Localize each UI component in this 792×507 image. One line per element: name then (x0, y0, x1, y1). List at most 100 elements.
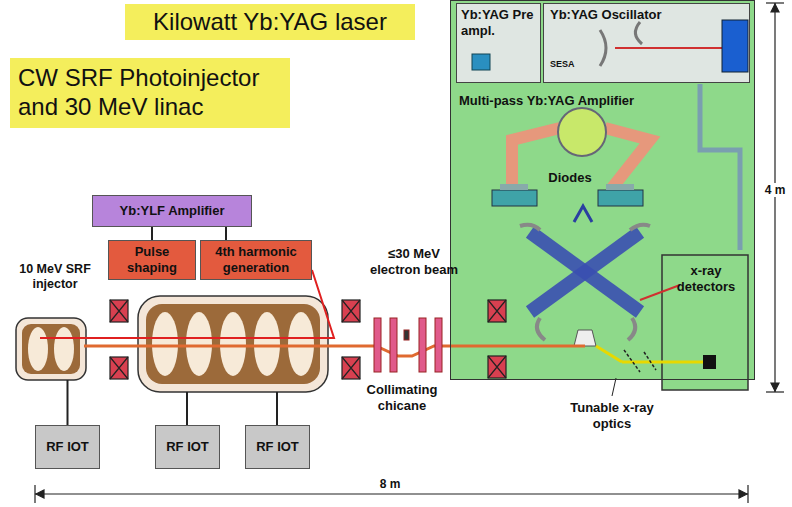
cavity-beams (628, 318, 635, 340)
part-label: Collimating chicane (350, 382, 454, 413)
connector-line (67, 380, 69, 425)
preamp-crystal (472, 54, 490, 70)
cavity-beams (537, 318, 545, 340)
linac-cryomodule (186, 312, 212, 376)
diode-stacks (606, 184, 634, 190)
process-box: 4th harmonic generation (200, 240, 312, 280)
label-slot: Tunable x-ray optics (562, 400, 662, 432)
optics-leader (612, 378, 616, 396)
label-slot: 8 m (370, 474, 410, 492)
label-slot: Collimating chicane (350, 382, 454, 414)
pump-beams (605, 128, 650, 188)
electron-beam (84, 346, 585, 356)
process-box: Pulse shaping (108, 240, 196, 280)
node-text: 10 MeV SRF injector (10, 262, 100, 292)
beam-label: ≤30 MeV electron beam (364, 246, 464, 277)
rf-source-box: RF IOT (155, 425, 220, 469)
focusing-magnets (110, 300, 506, 379)
node-text: RF IOT (46, 439, 89, 455)
injector-cavity (16, 318, 86, 380)
focusing-magnets (110, 357, 128, 379)
part-label: Tunable x-ray optics (562, 400, 662, 431)
dimension-lines (774, 3, 775, 392)
node-text: Kilowatt Yb:YAG laser (153, 8, 387, 37)
cavity-beams (640, 285, 680, 300)
node-text: RF IOT (166, 439, 209, 455)
oscillator-parts (722, 20, 748, 72)
laser-enclosure-fill (456, 3, 540, 83)
preamp-box: Yb:YAG Pre ampl. (456, 3, 541, 83)
focusing-magnets (342, 300, 360, 322)
linac-cryomodule (152, 312, 178, 376)
dimension-lines (739, 490, 747, 498)
dimension-lines (35, 493, 748, 494)
drive-laser-path (40, 270, 334, 338)
diode-stacks (492, 184, 643, 206)
linac-cryomodule (220, 312, 246, 376)
rf-source-box: RF IOT (35, 425, 100, 469)
detector-sensor (703, 355, 716, 369)
node-text: Yb:YAG Oscillator (550, 7, 743, 23)
rf-source-box: RF IOT (245, 425, 310, 469)
dimension-lines (771, 4, 779, 12)
cavity-beams (574, 330, 596, 346)
linac-cryomodule (288, 312, 314, 376)
chicane-magnets (374, 318, 381, 372)
chicane-magnets (435, 318, 442, 372)
dimension-lines (36, 490, 44, 498)
label-slot: Diodes (543, 168, 597, 186)
injector-cavity (28, 327, 48, 371)
focusing-magnets (488, 356, 506, 378)
node-text: 4th harmonic generation (209, 244, 303, 275)
amplifier-box: Yb:YLF Amplifier (92, 195, 252, 227)
focusing-magnets (110, 300, 128, 322)
dimension-label: 4 m (765, 183, 786, 197)
node-text: CW SRF Photoinjector and 30 MeV linac (18, 64, 282, 122)
node-text: Yb:YLF Amplifier (120, 203, 225, 219)
linac-cryomodule (146, 304, 320, 384)
chicane-magnets (390, 318, 397, 372)
focusing-magnets (488, 356, 506, 378)
laser-enclosure-fill (543, 3, 750, 83)
label-slot: ≤30 MeV electron beam (364, 246, 464, 278)
rf-feed-lines (276, 392, 278, 425)
laser-enclosure: Multi-pass Yb:YAG Amplifier Yb:YAG Pre am… (450, 0, 755, 380)
linac-cryomodule (138, 296, 328, 392)
gain-disk (558, 108, 606, 156)
injector-cavity (54, 327, 74, 371)
diode-stacks (500, 184, 528, 190)
focusing-magnets (342, 357, 360, 379)
focusing-magnets (110, 357, 128, 379)
xray-beam (624, 350, 656, 372)
injector-cavity (16, 318, 86, 380)
dimension-label: 8 m (380, 477, 401, 491)
node-subtext: SESA (550, 59, 743, 70)
diode-stacks (598, 190, 643, 206)
cavity-beams (530, 232, 640, 312)
injector-cavity (22, 324, 80, 374)
electron-beam (84, 346, 585, 356)
node-text: RF IOT (256, 439, 299, 455)
linac-cryomodule (138, 296, 328, 392)
rf-feed-lines (186, 392, 188, 425)
part-label: Diodes (548, 170, 591, 186)
chicane-magnets (374, 318, 442, 372)
cavity-beams (574, 206, 592, 222)
connector-line (151, 227, 153, 240)
linac-cryomodule (254, 312, 280, 376)
oscillator-box: Yb:YAG OscillatorSESA (543, 3, 750, 83)
laser-enclosure-fill (662, 255, 748, 390)
cavity-beams (530, 232, 640, 312)
rf-feed-lines (187, 392, 277, 425)
chicane-magnets (419, 318, 426, 372)
laser-enclosure-fill (450, 0, 755, 390)
node-text: Multi-pass Yb:YAG Amplifier (459, 93, 746, 109)
focusing-magnets (342, 300, 360, 322)
title-box: CW SRF Photoinjector and 30 MeV linac (10, 58, 290, 128)
cavity-beams (520, 225, 540, 230)
oscillator-parts (600, 30, 606, 66)
drive-laser-path (40, 270, 334, 338)
oscillator-parts (635, 22, 642, 44)
connector-line (225, 227, 227, 240)
